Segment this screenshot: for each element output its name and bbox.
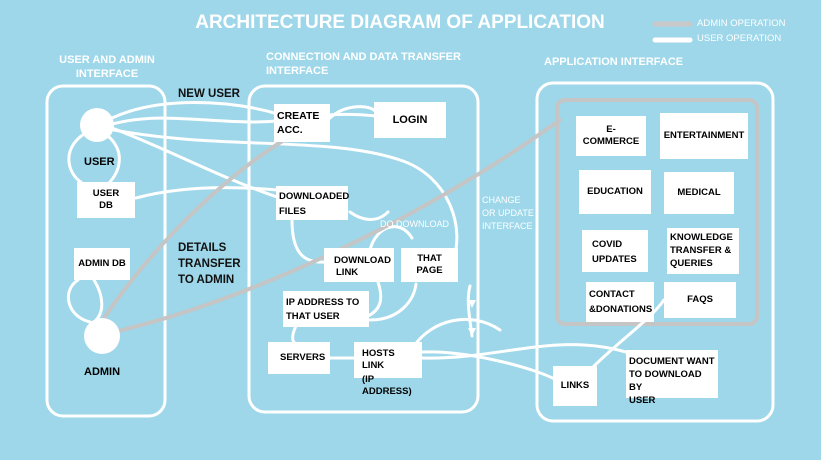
hosts-to-links-link xyxy=(420,350,558,382)
change-arrowhead xyxy=(468,328,476,336)
admin-node xyxy=(84,318,120,354)
links-box: LINKS xyxy=(553,366,597,406)
user-label: USER xyxy=(84,156,115,168)
legend-admin-label: ADMIN OPERATION xyxy=(697,18,786,29)
box-line: DOCUMENT WANT xyxy=(629,356,715,367)
box-line: (IP ADDRESS) xyxy=(362,374,412,397)
label-line: INTERFACE xyxy=(482,221,533,231)
box-line: UPDATES xyxy=(592,254,637,265)
downloaded-to-download-link xyxy=(290,218,328,264)
user-to-create-link xyxy=(110,101,280,120)
change-update-label: CHANGE OR UPDATE INTERFACE xyxy=(482,194,534,233)
label-line: TRANSFER xyxy=(178,258,241,270)
heading-line: CONNECTION AND DATA TRANSFER xyxy=(266,51,461,63)
heading-line: INTERFACE xyxy=(75,68,139,80)
admin-db-box: ADMIN DB xyxy=(74,248,130,280)
box-line: TO DOWNLOAD BY xyxy=(629,369,702,393)
to-ip-arrowhead xyxy=(468,300,476,308)
connection-interface-heading: CONNECTION AND DATA TRANSFER INTERFACE xyxy=(266,50,461,78)
links-to-faqs-link xyxy=(590,298,666,370)
box-line: COVID xyxy=(592,239,623,250)
user-node xyxy=(80,108,114,142)
education-module: EDUCATION xyxy=(579,170,651,214)
legend-user-label: USER OPERATION xyxy=(697,33,782,44)
user-to-user-db-link xyxy=(67,132,86,186)
box-line: ACC. xyxy=(277,124,303,136)
ip-address-box: IP ADDRESS TO THAT USER xyxy=(283,291,369,327)
servers-box: SERVERS xyxy=(268,342,330,374)
box-line: USER xyxy=(629,395,656,406)
ecommerce-module: E-COMMERCE xyxy=(576,116,646,156)
box-line: CREATE xyxy=(277,110,320,122)
application-panel xyxy=(535,81,775,423)
covid-updates-module: COVID UPDATES xyxy=(582,230,648,272)
knowledge-transfer-module: KNOWLEDGE TRANSFER & QUERIES xyxy=(667,228,739,274)
user-db-to-downloaded-link xyxy=(134,186,280,200)
user-to-downloaded-link xyxy=(110,126,282,200)
user-admin-interface-heading: USER AND ADMIN INTERFACE xyxy=(52,53,162,81)
new-user-label: NEW USER xyxy=(178,88,240,100)
entertainment-module: ENTERTAINMENT xyxy=(660,113,748,159)
hosts-link-box: HOSTS LINK (IP ADDRESS) xyxy=(354,342,422,397)
admin-to-create-link xyxy=(102,138,286,320)
admin-db-to-admin-left-link xyxy=(67,278,92,324)
contact-donations-module: CONTACT &DONATIONS xyxy=(586,282,654,322)
download-to-ip-link xyxy=(366,280,383,318)
box-line: &DONATIONS xyxy=(589,304,653,315)
do-download-arrow xyxy=(348,210,390,221)
download-link-box: DOWNLOAD LINK xyxy=(324,248,394,282)
box-line: DB xyxy=(99,200,113,211)
label-line: TO ADMIN xyxy=(178,274,235,286)
create-account-box: CREATE ACC. xyxy=(274,104,330,142)
application-interface-heading: APPLICATION INTERFACE xyxy=(544,56,684,68)
box-line: LINK xyxy=(336,267,359,278)
that-page-box: THAT PAGE xyxy=(401,248,458,282)
medical-module: MEDICAL xyxy=(664,172,734,214)
login-box: LOGIN xyxy=(374,102,446,138)
diagram-title: ARCHITECTURE DIAGRAM OF APPLICATION xyxy=(195,12,605,33)
downloaded-files-box: DOWNLOADED FILES xyxy=(276,186,350,220)
hosts-to-document-link xyxy=(420,343,634,360)
user-db-box: USER DB xyxy=(77,182,135,218)
create-to-login-link xyxy=(328,105,378,120)
box-line: HOSTS LINK xyxy=(362,348,395,371)
heading-line: INTERFACE xyxy=(266,65,329,77)
label-line: DETAILS xyxy=(178,242,227,254)
heading-line: USER AND ADMIN xyxy=(59,54,155,66)
hosts-to-ip-link xyxy=(412,317,502,348)
box-line: TRANSFER & xyxy=(670,245,732,256)
do-download-label: DO DOWNLOAD xyxy=(380,219,450,229)
label-line: CHANGE xyxy=(482,195,521,205)
download-to-that-page-link xyxy=(368,225,414,252)
user-to-that-page-link xyxy=(112,128,459,264)
box-line: KNOWLEDGE xyxy=(670,232,733,243)
box-line: THAT USER xyxy=(286,311,340,322)
box-line: DOWNLOAD xyxy=(334,255,391,266)
connection-panel xyxy=(247,84,480,414)
admin-db-to-admin-right-link xyxy=(92,278,104,322)
box-line: IP ADDRESS TO xyxy=(286,297,360,308)
user-admin-panel xyxy=(45,84,167,418)
box-line: FILES xyxy=(279,206,306,217)
box-line: DOWNLOADED xyxy=(279,191,350,202)
box-line: USER xyxy=(92,188,120,199)
details-transfer-label: DETAILS TRANSFER TO ADMIN xyxy=(178,240,241,288)
box-line: QUERIES xyxy=(670,258,713,269)
box-line: CONTACT xyxy=(589,289,635,300)
ip-to-servers-link xyxy=(291,324,298,344)
ip-to-that-page-link xyxy=(368,282,418,322)
app-modules-frame xyxy=(555,98,759,326)
user-db-to-user-link xyxy=(106,134,121,186)
document-download-box: DOCUMENT WANT TO DOWNLOAD BY USER xyxy=(626,350,718,406)
label-line: OR UPDATE xyxy=(482,208,534,218)
user-to-login-link xyxy=(110,112,378,126)
faqs-module: FAQS xyxy=(664,282,736,318)
admin-label: ADMIN xyxy=(84,366,121,378)
